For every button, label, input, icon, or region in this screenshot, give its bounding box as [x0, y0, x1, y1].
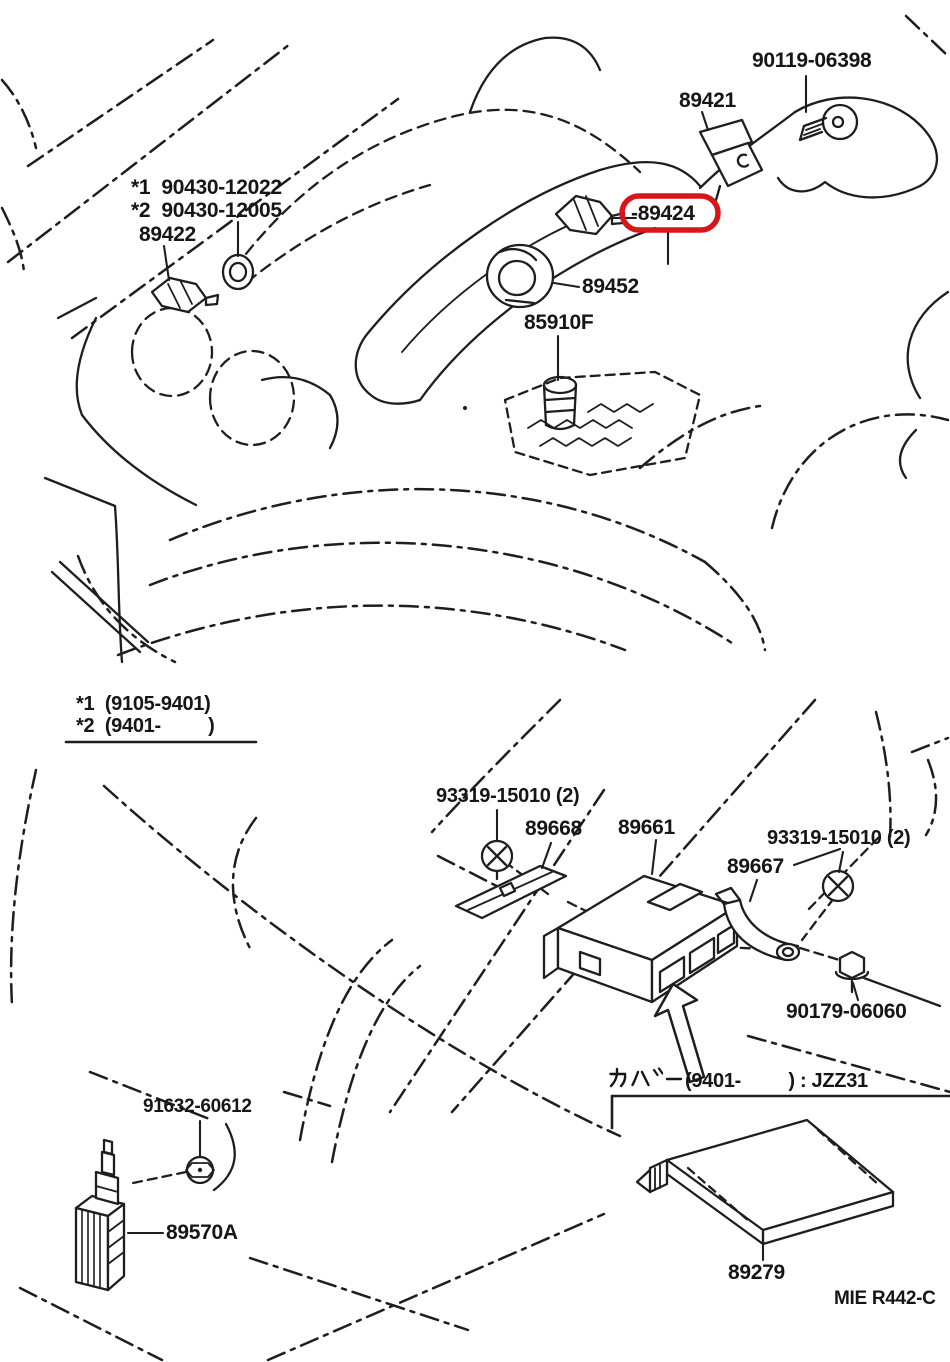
kana-ka-icon [609, 1067, 627, 1088]
sensor-85910F-drawing [542, 375, 578, 431]
cover-bracket-line [610, 1094, 950, 1130]
nut-91632-drawing [185, 1122, 236, 1192]
cover-note-kana-text: カハ゛ー [608, 1090, 609, 1091]
cover-applicability-note: カハ゛ー (9401- ) : JZZ31 [608, 1066, 868, 1091]
part-label-89422: 89422 [139, 223, 196, 246]
cabin-dash-lines [9, 698, 950, 1362]
hood-dash-lines [0, 14, 950, 340]
part-label-89421: 89421 [679, 89, 736, 112]
bracket-89667-drawing [714, 886, 801, 962]
bolt-90119-drawing [798, 103, 859, 142]
part-label-93319-15010-right: 93319-15010 (2) [767, 827, 911, 849]
gasket-90430-drawing [221, 253, 255, 291]
relay-89570A-drawing [74, 1138, 126, 1292]
kana-ha-icon [631, 1070, 650, 1087]
arrow-icon [653, 982, 706, 1084]
part-label-90179-06060: 90179-06060 [786, 1000, 907, 1023]
part-label-89668: 89668 [525, 817, 582, 840]
kana-chouon-icon [665, 1077, 683, 1081]
part-label-89570A: 89570A [166, 1221, 238, 1244]
part-label-89452: 89452 [582, 275, 639, 298]
part-label-93319-15010-left: 93319-15010 (2) [436, 785, 580, 807]
part-label-89661: 89661 [618, 816, 675, 839]
leader-lines [126, 74, 860, 1262]
part-label-85910F: 85910F [524, 311, 594, 334]
part-label-89424-highlighted: -89424 [631, 202, 695, 225]
highlight-oval [619, 193, 721, 233]
bracket-89668-drawing [454, 864, 568, 920]
water-temp-sensor-89424-drawing [554, 194, 626, 236]
screw-left-drawing [480, 839, 514, 881]
throttle-sensor-89452-drawing [485, 243, 555, 309]
cam-position-sensor-89421-drawing [698, 118, 764, 202]
cover-89279-drawing [635, 1118, 895, 1246]
diagram-code: MIE R442-C [834, 1288, 936, 1309]
car-front-corner [43, 476, 150, 664]
nut-90179-drawing [834, 950, 942, 1008]
part-label-89279: 89279 [728, 1261, 785, 1284]
cover-note-text: (9401- ) : JZZ31 [685, 1070, 868, 1092]
part-label-89667: 89667 [727, 855, 784, 878]
part-label-90430-12005: *2 90430-12005 [131, 199, 282, 222]
part-label-90119-06398: 90119-06398 [752, 49, 872, 72]
part-label-90430-12022: *1 90430-12022 [131, 176, 282, 199]
screw-right-drawing [821, 869, 855, 903]
valve-cover-outline [130, 108, 642, 447]
ecu-89661-drawing [542, 874, 739, 1004]
kana-dakuten-icon [652, 1067, 663, 1077]
car-front-outline [76, 404, 950, 664]
part-label-91632-60612: 91632-60612 [143, 1096, 252, 1117]
engine-mount-hatch [503, 370, 702, 477]
legend-line-1: *1 (9105-9401) [76, 693, 211, 715]
legend-line-2: *2 (9401- ) [76, 715, 215, 737]
knock-sensor-89422-drawing [150, 276, 220, 314]
